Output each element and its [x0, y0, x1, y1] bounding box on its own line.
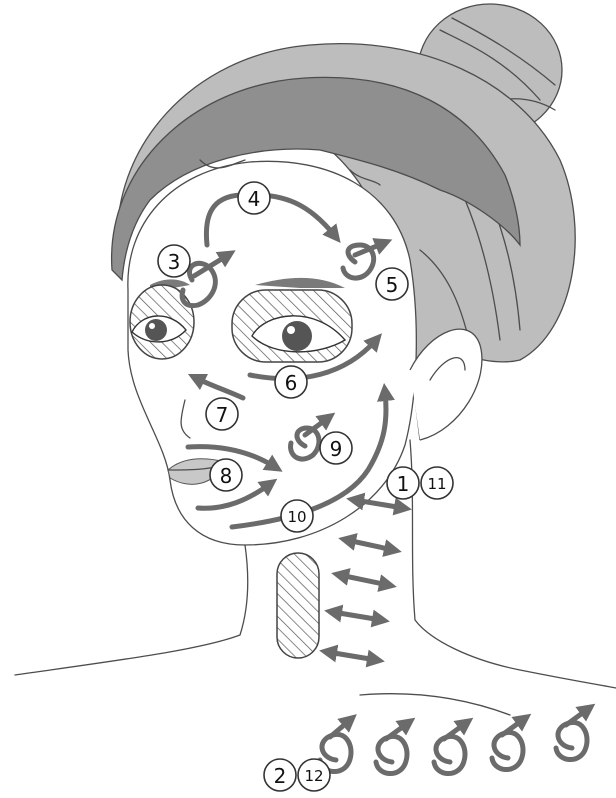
- step-label-7: 7: [206, 398, 238, 430]
- collarbone-spiral-2: [376, 723, 408, 774]
- svg-text:5: 5: [386, 273, 399, 297]
- step-label-5: 5: [376, 268, 408, 300]
- neck-double-arrow-2: [347, 540, 393, 550]
- step-label-6: 6: [275, 366, 307, 398]
- svg-text:7: 7: [216, 403, 229, 427]
- svg-text:12: 12: [304, 767, 323, 785]
- svg-text:3: 3: [168, 250, 181, 274]
- svg-text:8: 8: [220, 464, 233, 488]
- neck-double-arrow-5: [328, 652, 376, 660]
- hatched-zone-throat: [277, 553, 319, 658]
- svg-text:10: 10: [287, 508, 306, 526]
- step-label-1-11: 1 11: [387, 467, 453, 499]
- svg-text:9: 9: [330, 437, 343, 461]
- collarbone-spiral-5: [556, 709, 588, 760]
- step-label-3: 3: [158, 245, 190, 277]
- svg-text:4: 4: [248, 187, 261, 211]
- step-label-9: 9: [320, 432, 352, 464]
- step-label-8: 8: [210, 459, 242, 491]
- collarbone-spiral-4: [492, 719, 524, 770]
- neck-double-arrow-4: [333, 612, 381, 620]
- svg-text:11: 11: [427, 475, 446, 493]
- svg-text:2: 2: [274, 764, 287, 788]
- svg-text:1: 1: [397, 472, 410, 496]
- step-label-4: 4: [238, 182, 270, 214]
- collarbone-spiral-3: [434, 723, 466, 774]
- step-label-2-12: 2 12: [264, 759, 330, 791]
- step-label-10: 10: [281, 500, 313, 532]
- neck-double-arrow-3: [340, 575, 388, 585]
- svg-text:6: 6: [285, 371, 298, 395]
